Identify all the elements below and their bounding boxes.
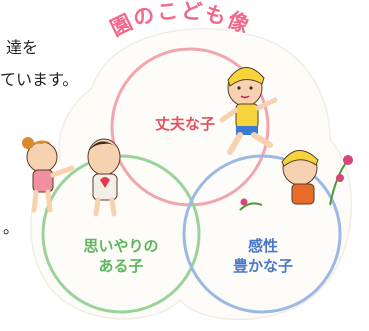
circle-right-label-line2: 豊かな子 bbox=[232, 257, 293, 276]
text-fragment-2: ています。 bbox=[0, 70, 79, 89]
text-fragment-1: 達を bbox=[6, 38, 39, 57]
child-girl-icon bbox=[22, 137, 75, 213]
circle-left-label-line1: 思いやりの bbox=[83, 237, 159, 255]
circle-left bbox=[41, 154, 201, 314]
circle-left-label: 思いやりの ある子 bbox=[73, 236, 169, 277]
circle-right-label: 感性 豊かな子 bbox=[218, 236, 308, 277]
child-boy-icon bbox=[87, 138, 121, 217]
circle-left-label-line2: ある子 bbox=[98, 257, 144, 276]
text-fragment-3: 。 bbox=[3, 218, 20, 237]
child-with-flowers-icon bbox=[239, 150, 353, 211]
circle-right-label-line1: 感性 bbox=[247, 237, 278, 255]
circle-top-label: 丈夫な子 bbox=[155, 115, 216, 133]
circle-right bbox=[182, 154, 342, 314]
child-running-icon bbox=[219, 67, 278, 155]
